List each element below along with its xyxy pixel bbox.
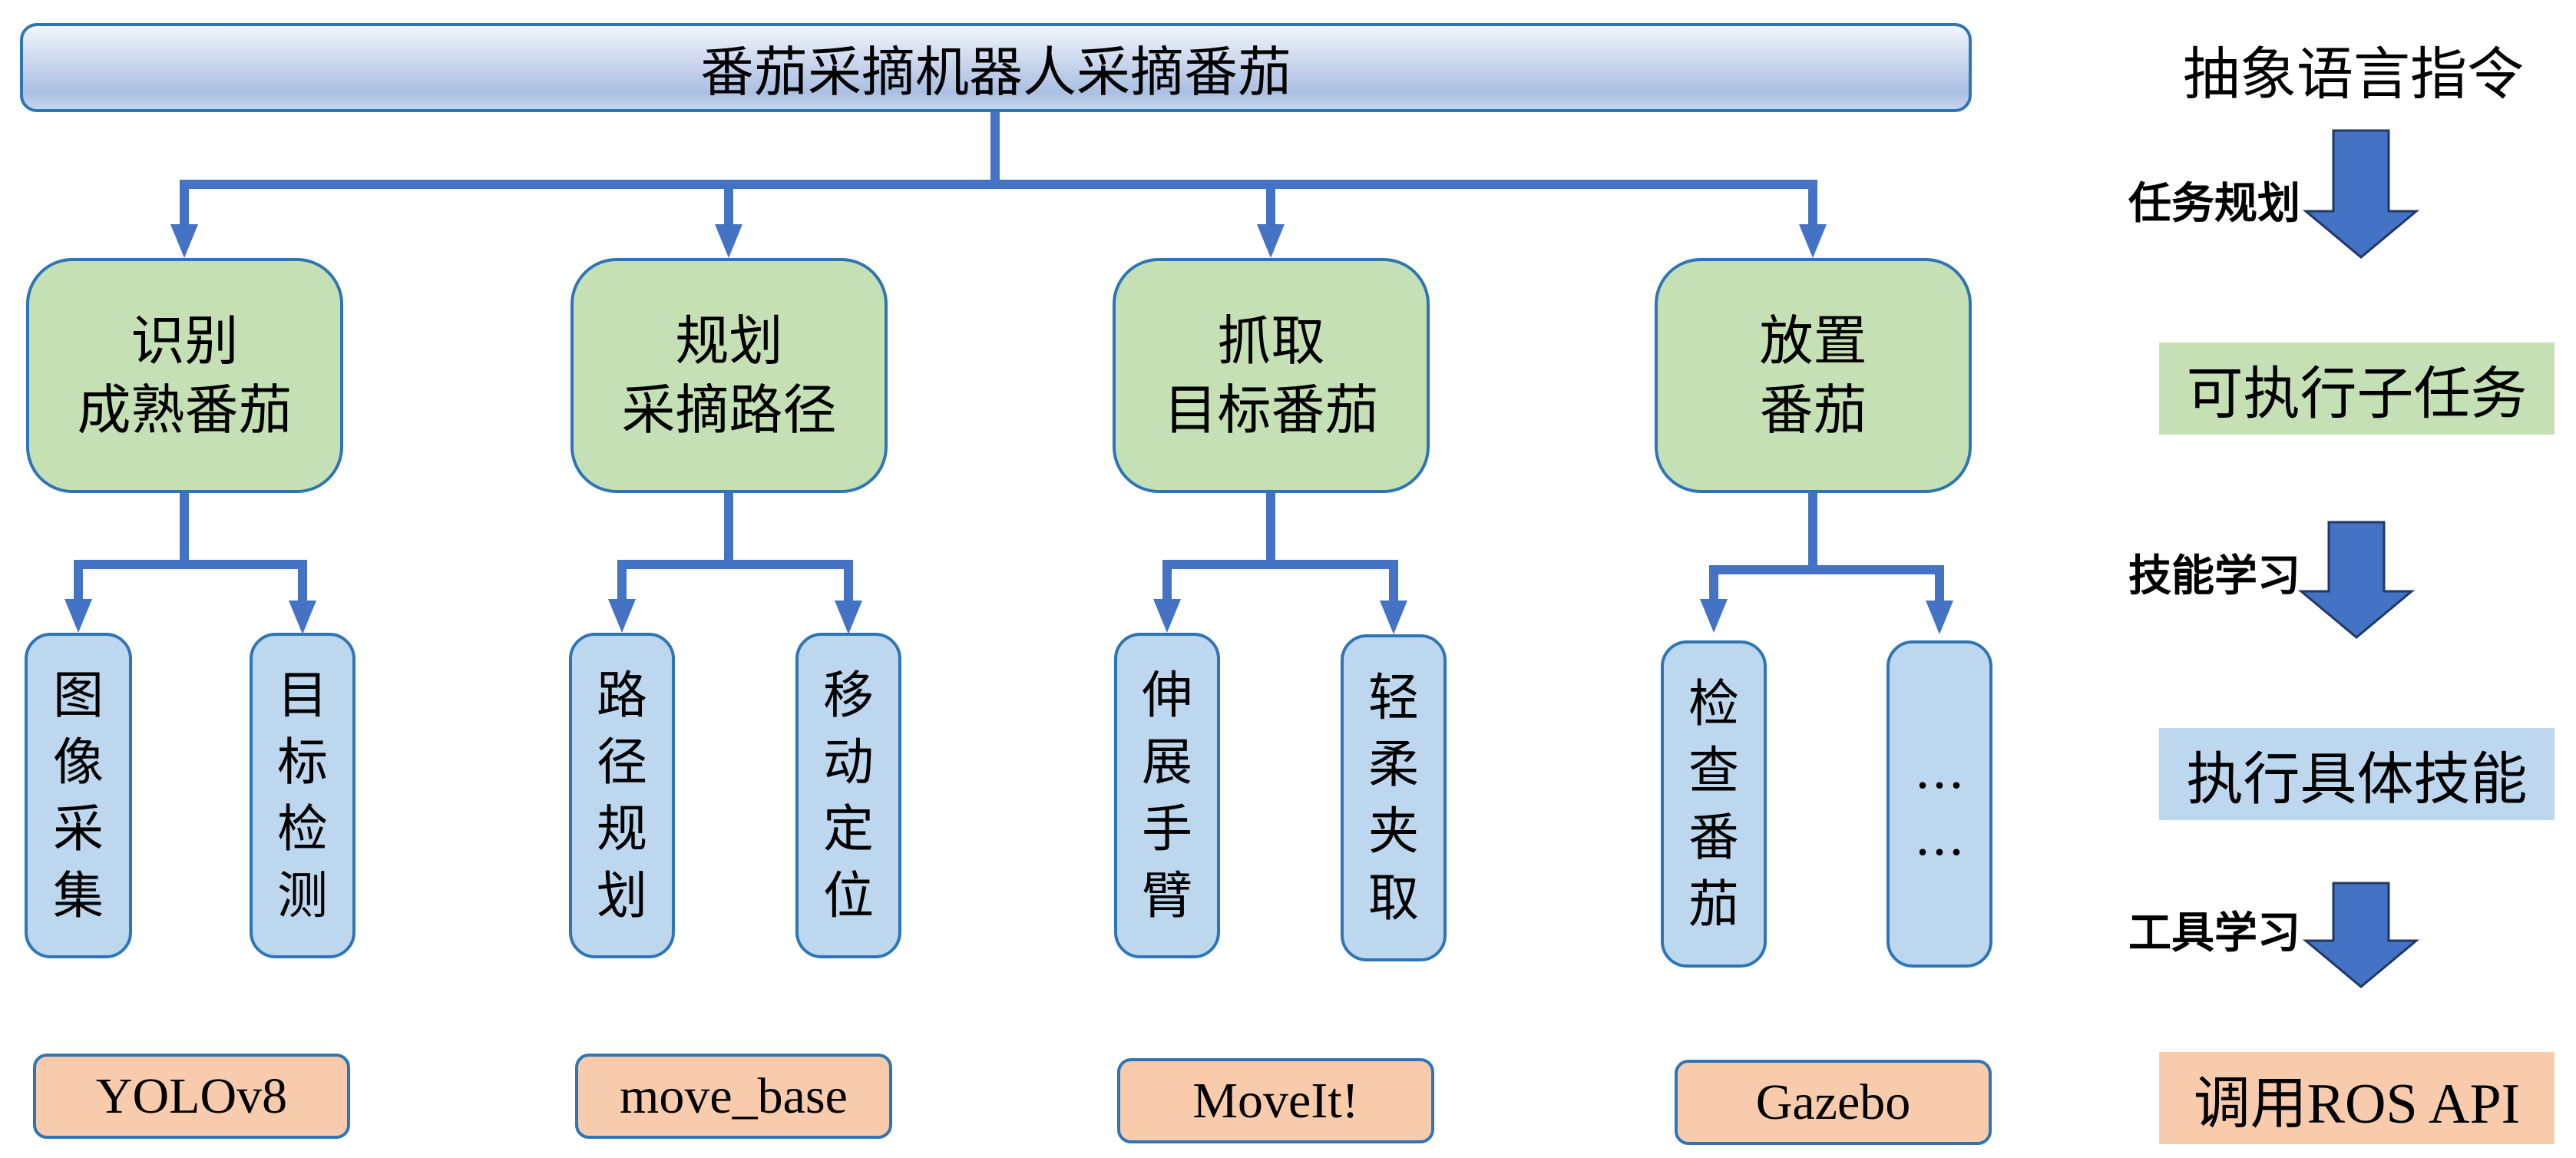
task-label-line1: 放置 [1759,309,1867,372]
skill-char: 径 [597,733,647,792]
down-arrow-icon [2302,129,2420,259]
skill-box: 移 动 定 位 [795,633,901,958]
skill-char: 夹 [1368,802,1419,861]
legend-result-text: 调用ROS API [2193,1072,2521,1136]
skill-char: 番 [1688,808,1739,867]
skill-box: 目 标 检 测 [250,633,355,958]
skill-char: 伸 [1142,666,1192,725]
skill-char: 移 [823,666,874,725]
tool-box: move_base [575,1054,892,1139]
legend-top-text: 抽象语言指令 [2183,41,2524,108]
skill-box-more: … … [1887,640,1992,968]
arrowhead-icon [1700,599,1728,633]
tool-box: YOLOv8 [33,1054,350,1139]
arrowhead-icon [1380,601,1407,634]
skill-char: 查 [1688,741,1739,800]
skill-char: 茄 [1688,875,1739,934]
arrowhead-icon [1926,601,1953,634]
task-label-line1: 抓取 [1217,309,1325,372]
skill-char: 轻 [1368,668,1419,727]
legend-top-label: 抽象语言指令 [2150,31,2557,108]
legend-result-tools: 调用ROS API [2159,1052,2555,1144]
skill-char: 标 [277,733,328,792]
skill-char: 路 [597,666,647,725]
skill-char: 柔 [1368,735,1419,794]
skill-char: 检 [277,799,328,859]
arrowhead-icon [64,599,92,633]
skill-box: 检 查 番 茄 [1661,640,1767,968]
task-box-recognize: 识别 成熟番茄 [26,258,343,493]
arrowhead-icon [608,599,636,633]
ellipsis-char: … [1914,808,1965,867]
skill-char: 规 [597,799,647,859]
tool-label: YOLOv8 [95,1067,288,1124]
legend-result-text: 执行具体技能 [2186,746,2528,812]
arrowhead-icon [835,601,862,634]
skill-char: 定 [823,799,874,859]
arrowhead-icon [1257,224,1285,258]
skill-char: 划 [597,866,647,925]
legend-result-text: 可执行子任务 [2186,360,2528,427]
root-goal-box: 番茄采摘机器人采摘番茄 [20,23,1972,112]
down-arrow-icon [2297,521,2416,639]
skill-char: 目 [277,666,328,725]
arrowhead-icon [1153,599,1181,633]
skill-char: 展 [1142,733,1192,792]
arrowhead-icon [1799,224,1827,258]
task-label-line2: 采摘路径 [621,379,837,442]
legend-result-skills: 执行具体技能 [2159,728,2555,820]
skill-char: 检 [1688,674,1739,733]
skill-box: 伸 展 手 臂 [1114,633,1220,958]
skill-char: 手 [1142,799,1192,859]
arrowhead-icon [289,601,316,634]
skill-char: 采 [53,799,104,859]
skill-char: 测 [277,866,328,925]
skill-box: 路 径 规 划 [569,633,675,958]
ellipsis-char: … [1914,741,1965,800]
task-label-line2: 番茄 [1759,379,1867,442]
skill-char: 像 [53,733,104,792]
skill-char: 位 [823,866,874,925]
tool-label: MoveIt! [1192,1072,1359,1129]
skill-char: 取 [1368,868,1419,928]
root-goal-label: 番茄采摘机器人采摘番茄 [700,40,1291,104]
tool-label: Gazebo [1755,1074,1911,1130]
tool-box: Gazebo [1675,1060,1992,1145]
tool-label: move_base [620,1067,848,1124]
skill-char: 图 [53,666,104,725]
down-arrow-icon [2302,882,2420,988]
skill-box: 图 像 采 集 [25,633,132,958]
task-label-line2: 成熟番茄 [77,379,293,442]
legend-step-label: 技能学习 [2128,551,2300,601]
skill-box: 轻 柔 夹 取 [1341,634,1447,961]
legend-result-subtasks: 可执行子任务 [2159,342,2555,435]
task-label-line1: 识别 [131,309,239,372]
arrowhead-icon [715,224,742,258]
task-box-grasp: 抓取 目标番茄 [1113,258,1430,493]
skill-char: 臂 [1142,866,1192,925]
task-box-place: 放置 番茄 [1655,258,1972,493]
skill-char: 集 [53,866,104,925]
task-box-plan-path: 规划 采摘路径 [570,258,888,493]
skill-char: 动 [823,733,874,792]
task-label-line2: 目标番茄 [1163,379,1379,442]
tool-box: MoveIt! [1117,1058,1434,1143]
legend-step-label: 工具学习 [2128,908,2300,958]
arrowhead-icon [170,224,198,258]
legend-step-label: 任务规划 [2128,179,2300,229]
task-label-line1: 规划 [675,309,783,372]
